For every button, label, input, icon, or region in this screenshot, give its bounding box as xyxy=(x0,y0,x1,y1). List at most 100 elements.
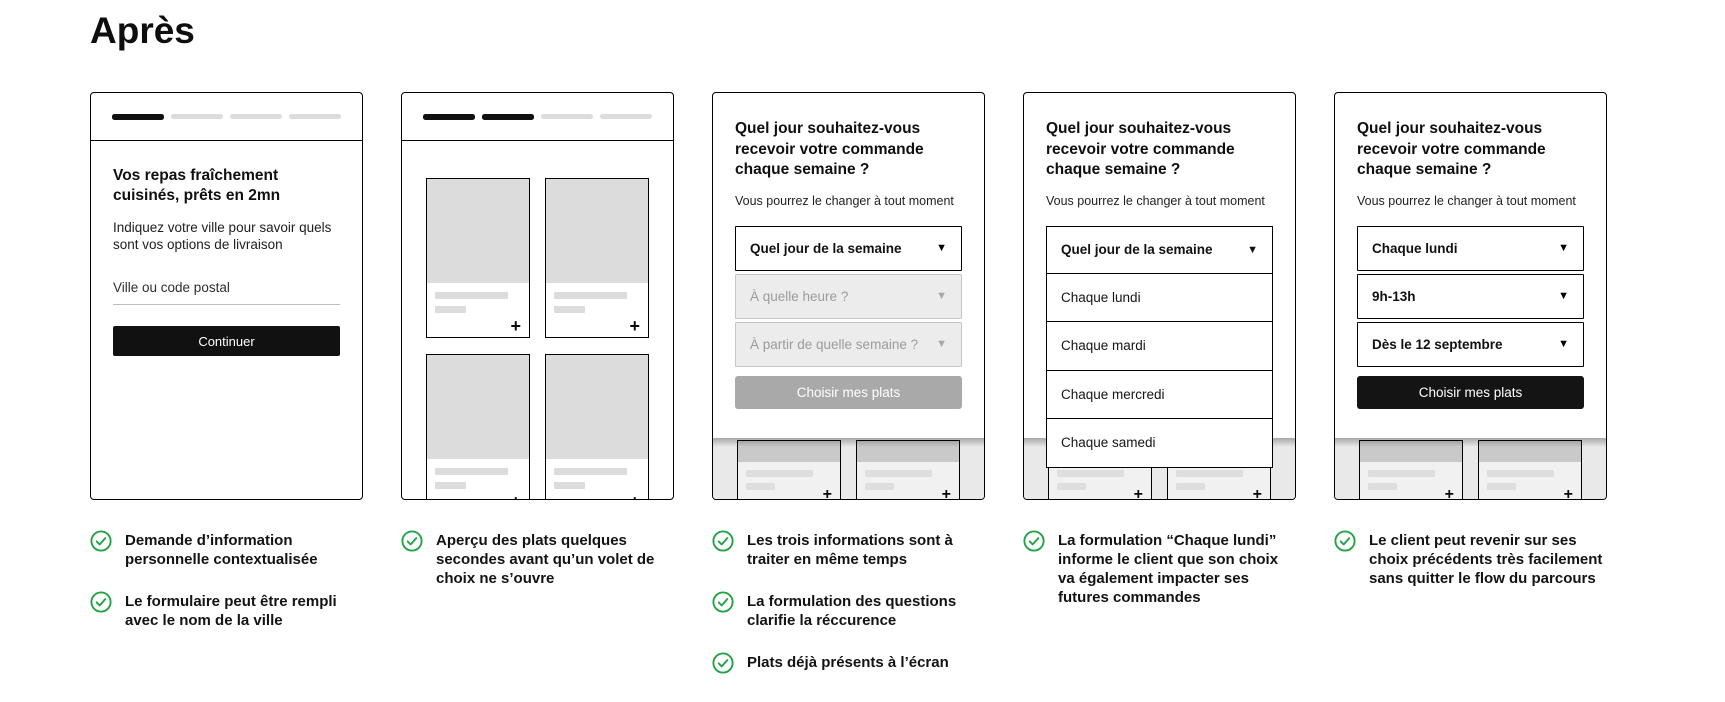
select-hour-filled[interactable]: 9h-13h ▼ xyxy=(1357,273,1584,319)
dropdown-arrow-icon: ▼ xyxy=(1558,242,1569,254)
dish-image-placeholder xyxy=(1479,441,1581,462)
annotations-question: Les trois informations sont à traiter en… xyxy=(712,530,985,674)
add-dish-icon: + xyxy=(1252,486,1262,500)
check-circle-icon xyxy=(712,591,734,613)
select-label: 9h-13h xyxy=(1372,288,1416,304)
dropdown-arrow-icon: ▼ xyxy=(936,290,947,302)
dropdown-arrow-icon: ▼ xyxy=(936,242,947,254)
check-circle-icon xyxy=(401,530,423,552)
dropdown-arrow-icon: ▼ xyxy=(936,338,947,350)
panel-filled-selects: Quel jour souhaitez-vous recevoir votre … xyxy=(1334,92,1607,611)
check-circle-icon xyxy=(90,591,112,613)
choose-dishes-button-disabled[interactable]: Choisir mes plats xyxy=(735,375,962,409)
select-hour[interactable]: À quelle heure ? ▼ xyxy=(735,273,962,319)
select-label: À quelle heure ? xyxy=(750,288,849,304)
choose-dishes-button[interactable]: Choisir mes plats xyxy=(1357,375,1584,409)
select-group: Quel jour de la semaine ▼ À quelle heure… xyxy=(735,225,962,367)
progress-segment xyxy=(423,113,475,120)
check-circle-icon xyxy=(712,652,734,674)
dish-image-placeholder xyxy=(1360,441,1462,462)
panel-question-selects: Quel jour souhaitez-vous recevoir votre … xyxy=(712,92,985,697)
dish-text-placeholder xyxy=(546,283,648,313)
select-day[interactable]: Quel jour de la semaine ▼ xyxy=(735,225,962,271)
wireframe-filled-screen: Quel jour souhaitez-vous recevoir votre … xyxy=(1334,92,1607,500)
annotation-text: La formulation “Chaque lundi” informe le… xyxy=(1058,532,1279,606)
dish-card: + xyxy=(1478,440,1582,500)
dimmed-dish-strip: + + xyxy=(1335,438,1606,499)
dropdown-option-monday[interactable]: Chaque lundi xyxy=(1046,273,1273,322)
annotation-text: Demande d’information personnelle contex… xyxy=(125,532,318,568)
add-dish-icon: + xyxy=(1133,486,1143,500)
panel-dropdown-open: Quel jour souhaitez-vous recevoir votre … xyxy=(1023,92,1296,630)
progress-segment xyxy=(541,114,593,119)
check-circle-icon xyxy=(90,530,112,552)
annotation-item: Le client peut revenir sur ses choix pré… xyxy=(1334,530,1607,588)
dish-image-placeholder xyxy=(427,355,529,459)
annotation-text: Plats déjà présents à l’écran xyxy=(747,654,949,671)
dimmed-dish-strip: + + xyxy=(713,438,984,499)
wireframe-dishes-screen: + + + + xyxy=(401,92,674,500)
city-input[interactable] xyxy=(113,280,340,305)
dish-card[interactable]: + xyxy=(545,178,649,338)
dropdown-option-tuesday[interactable]: Chaque mardi xyxy=(1046,322,1273,371)
add-dish-icon[interactable]: + xyxy=(629,316,640,336)
annotations-dropdown: La formulation “Chaque lundi” informe le… xyxy=(1023,530,1296,607)
question-heading: Quel jour souhaitez-vous recevoir votre … xyxy=(1046,120,1235,178)
check-circle-icon xyxy=(1023,530,1045,552)
add-dish-icon[interactable]: + xyxy=(510,493,521,499)
dish-image-placeholder xyxy=(738,441,840,462)
dish-text-placeholder xyxy=(546,459,648,489)
annotation-item: Les trois informations sont à traiter en… xyxy=(712,530,985,569)
question-note: Vous pourrez le changer à tout moment xyxy=(1046,193,1265,208)
annotation-text: Les trois informations sont à traiter en… xyxy=(747,532,953,568)
dish-card: + xyxy=(737,440,841,499)
dish-text-placeholder xyxy=(427,283,529,313)
add-dish-icon[interactable]: + xyxy=(629,493,640,499)
wireframe-city-screen: Vos repas fraîchement cuisinés, prêts en… xyxy=(90,92,363,500)
question-heading: Quel jour souhaitez-vous recevoir votre … xyxy=(1357,120,1546,178)
check-circle-icon xyxy=(1334,530,1356,552)
select-group: Chaque lundi ▼ 9h-13h ▼ Dès le 12 septem… xyxy=(1357,225,1584,367)
select-day[interactable]: Quel jour de la semaine ▼ xyxy=(1046,225,1273,274)
annotation-text: Le client peut revenir sur ses choix pré… xyxy=(1369,532,1603,587)
wireframe-question-screen: Quel jour souhaitez-vous recevoir votre … xyxy=(712,92,985,500)
annotation-item: Demande d’information personnelle contex… xyxy=(90,530,363,569)
dropdown-arrow-icon: ▼ xyxy=(1247,243,1258,256)
select-day-filled[interactable]: Chaque lundi ▼ xyxy=(1357,225,1584,271)
annotation-item: La formulation des questions clarifie la… xyxy=(712,591,985,630)
add-dish-icon[interactable]: + xyxy=(510,316,521,336)
dropdown-arrow-icon: ▼ xyxy=(1558,290,1569,302)
annotation-item: Le formulaire peut être rempli avec le n… xyxy=(90,591,363,630)
annotation-text: La formulation des questions clarifie la… xyxy=(747,593,957,629)
progress-segment xyxy=(482,113,534,120)
progress-segment xyxy=(171,114,223,119)
select-label: À partir de quelle semaine ? xyxy=(750,336,919,352)
dropdown-arrow-icon: ▼ xyxy=(1558,338,1569,350)
dish-text-placeholder xyxy=(427,459,529,489)
continue-button[interactable]: Continuer xyxy=(113,326,340,356)
select-start-week[interactable]: À partir de quelle semaine ? ▼ xyxy=(735,321,962,367)
annotations-dishes: Aperçu des plats quelques secondes avant… xyxy=(401,530,674,588)
dish-image-placeholder xyxy=(546,355,648,459)
screen-title: Vos repas fraîchement cuisinés, prêts en… xyxy=(113,167,281,204)
dish-image-placeholder xyxy=(857,441,959,462)
add-dish-icon: + xyxy=(1563,486,1573,500)
dropdown-option-wednesday[interactable]: Chaque mercredi xyxy=(1046,370,1273,419)
panel-city-form: Vos repas fraîchement cuisinés, prêts en… xyxy=(90,92,363,653)
question-heading: Quel jour souhaitez-vous recevoir votre … xyxy=(735,120,924,178)
select-start-week-filled[interactable]: Dès le 12 septembre ▼ xyxy=(1357,321,1584,367)
dish-image-placeholder xyxy=(546,179,648,283)
annotation-item: La formulation “Chaque lundi” informe le… xyxy=(1023,530,1296,607)
dish-card[interactable]: + xyxy=(426,178,530,338)
question-note: Vous pourrez le changer à tout moment xyxy=(735,193,954,208)
annotations-filled: Le client peut revenir sur ses choix pré… xyxy=(1334,530,1607,588)
dish-card[interactable]: + xyxy=(426,354,530,499)
progress-bar xyxy=(91,93,362,141)
dropdown-option-saturday[interactable]: Chaque samedi xyxy=(1046,419,1273,468)
dish-card: + xyxy=(856,440,960,499)
add-dish-icon: + xyxy=(1444,486,1454,500)
select-label: Quel jour de la semaine xyxy=(750,240,902,256)
dish-card[interactable]: + xyxy=(545,354,649,499)
dish-image-placeholder xyxy=(427,179,529,283)
annotation-text: Aperçu des plats quelques secondes avant… xyxy=(436,532,655,587)
